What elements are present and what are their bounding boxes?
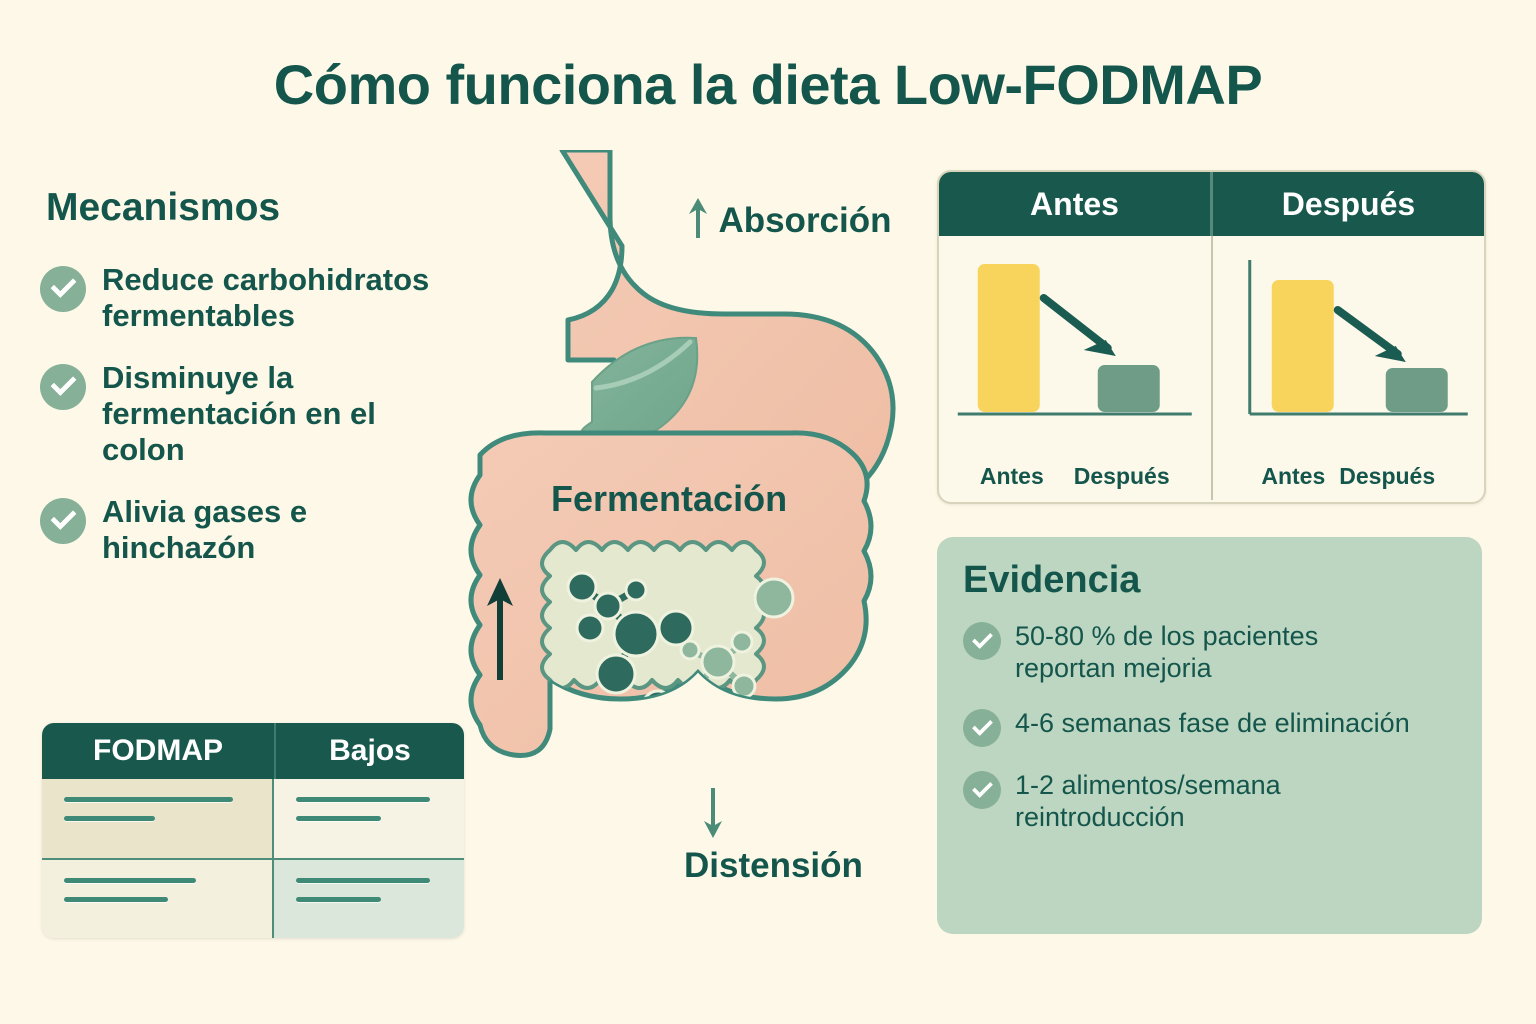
bar-chart-despues: [1247, 260, 1468, 416]
placeholder-line: [64, 816, 156, 821]
table-row: [42, 779, 464, 858]
bar-despues: [1385, 368, 1448, 412]
mechanisms-list: Reduce carbohidratos fermentables Dismin…: [40, 262, 440, 592]
colon-arrow-up-icon: [487, 578, 513, 680]
mechanisms-heading: Mecanismos: [46, 186, 281, 229]
bar-chart-antes: [957, 264, 1192, 416]
comparison-header: Antes Después: [939, 172, 1484, 236]
placeholder-line: [296, 797, 431, 802]
table-row: [42, 857, 464, 938]
check-circle-icon: [40, 497, 86, 544]
bar-antes: [977, 264, 1040, 412]
evidence-item: 50-80 % de los pacientes reportan mejori…: [963, 620, 1456, 685]
mechanism-item: Alivia gases e hinchazón: [40, 494, 440, 566]
bar-despues: [1097, 365, 1160, 412]
page-title: Cómo funciona la dieta Low-FODMAP: [273, 53, 1263, 116]
evidence-label: 50-80 % de los pacientes reportan mejori…: [1015, 621, 1319, 684]
mechanism-label: Disminuye la fermentación en el colon: [102, 359, 376, 467]
placeholder-line: [64, 797, 234, 802]
mechanism-label: Alivia gases e hinchazón: [102, 493, 308, 565]
fodmap-table-header-cell: FODMAP: [42, 723, 276, 779]
mechanism-item: Disminuye la fermentación en el colon: [40, 360, 440, 468]
evidence-label: 4-6 semanas fase de eliminación: [1015, 707, 1410, 738]
tick-label-antes: Antes: [979, 463, 1044, 489]
decrease-arrow-icon: [1333, 306, 1406, 362]
bar-antes: [1271, 280, 1334, 412]
placeholder-line: [64, 896, 169, 902]
distension-label: Distensión: [684, 846, 863, 885]
tick-label-despues: Después: [1073, 463, 1170, 489]
check-circle-icon: [963, 770, 1001, 809]
digestive-system-illustration: [468, 150, 896, 758]
fodmap-table-body: [42, 779, 464, 938]
fodmap-table-header: FODMAP Bajos: [42, 723, 464, 779]
decrease-arrow-icon: [1039, 294, 1116, 356]
evidence-panel: Evidencia 50-80 % de los pacientes repor…: [937, 537, 1482, 934]
check-circle-icon: [40, 363, 86, 410]
table-cell: [274, 859, 464, 938]
evidence-item: 4-6 semanas fase de eliminación: [963, 707, 1456, 747]
check-circle-icon: [40, 266, 86, 312]
absorption-label: Absorción: [718, 201, 892, 240]
mini-chart-despues: Antes Después: [1213, 236, 1485, 500]
placeholder-line: [64, 877, 197, 883]
tick-label-antes: Antes: [1261, 463, 1326, 489]
evidence-label: 1-2 alimentos/semana reintroducción: [1015, 769, 1281, 833]
comparison-body: Antes Después Ant: [939, 236, 1484, 500]
placeholder-line: [296, 896, 381, 902]
evidence-item: 1-2 alimentos/semana reintroducción: [963, 769, 1456, 834]
mechanism-item: Reduce carbohidratos fermentables: [40, 262, 440, 334]
absorption-label-group: Absorción: [686, 196, 892, 241]
arrow-up-icon: [689, 198, 707, 238]
fermentation-label: Fermentación: [551, 478, 788, 519]
arrow-down-icon: [704, 788, 722, 838]
check-circle-icon: [963, 622, 1001, 660]
placeholder-line: [296, 877, 431, 883]
fodmap-table: FODMAP Bajos: [42, 723, 464, 938]
fodmap-table-header-cell: Bajos: [329, 734, 411, 767]
comparison-panel: Antes Después Antes Después: [937, 170, 1486, 504]
comparison-header-antes: Antes: [939, 172, 1213, 236]
tick-label-despues: Después: [1339, 463, 1436, 489]
table-cell: [274, 779, 464, 858]
mini-chart-antes: Antes Después: [939, 236, 1213, 500]
placeholder-line: [296, 816, 381, 821]
table-cell: [42, 779, 274, 858]
mechanism-label: Reduce carbohidratos fermentables: [102, 262, 430, 333]
table-cell: [42, 859, 274, 938]
comparison-header-despues: Después: [1281, 185, 1416, 222]
check-circle-icon: [963, 708, 1001, 747]
mini-chart-antes-ticks: Antes Después: [939, 463, 1211, 490]
fermentation-zone: [540, 540, 795, 734]
evidence-title: Evidencia: [963, 559, 1141, 601]
mini-chart-despues-ticks: Antes Después: [1213, 463, 1485, 490]
